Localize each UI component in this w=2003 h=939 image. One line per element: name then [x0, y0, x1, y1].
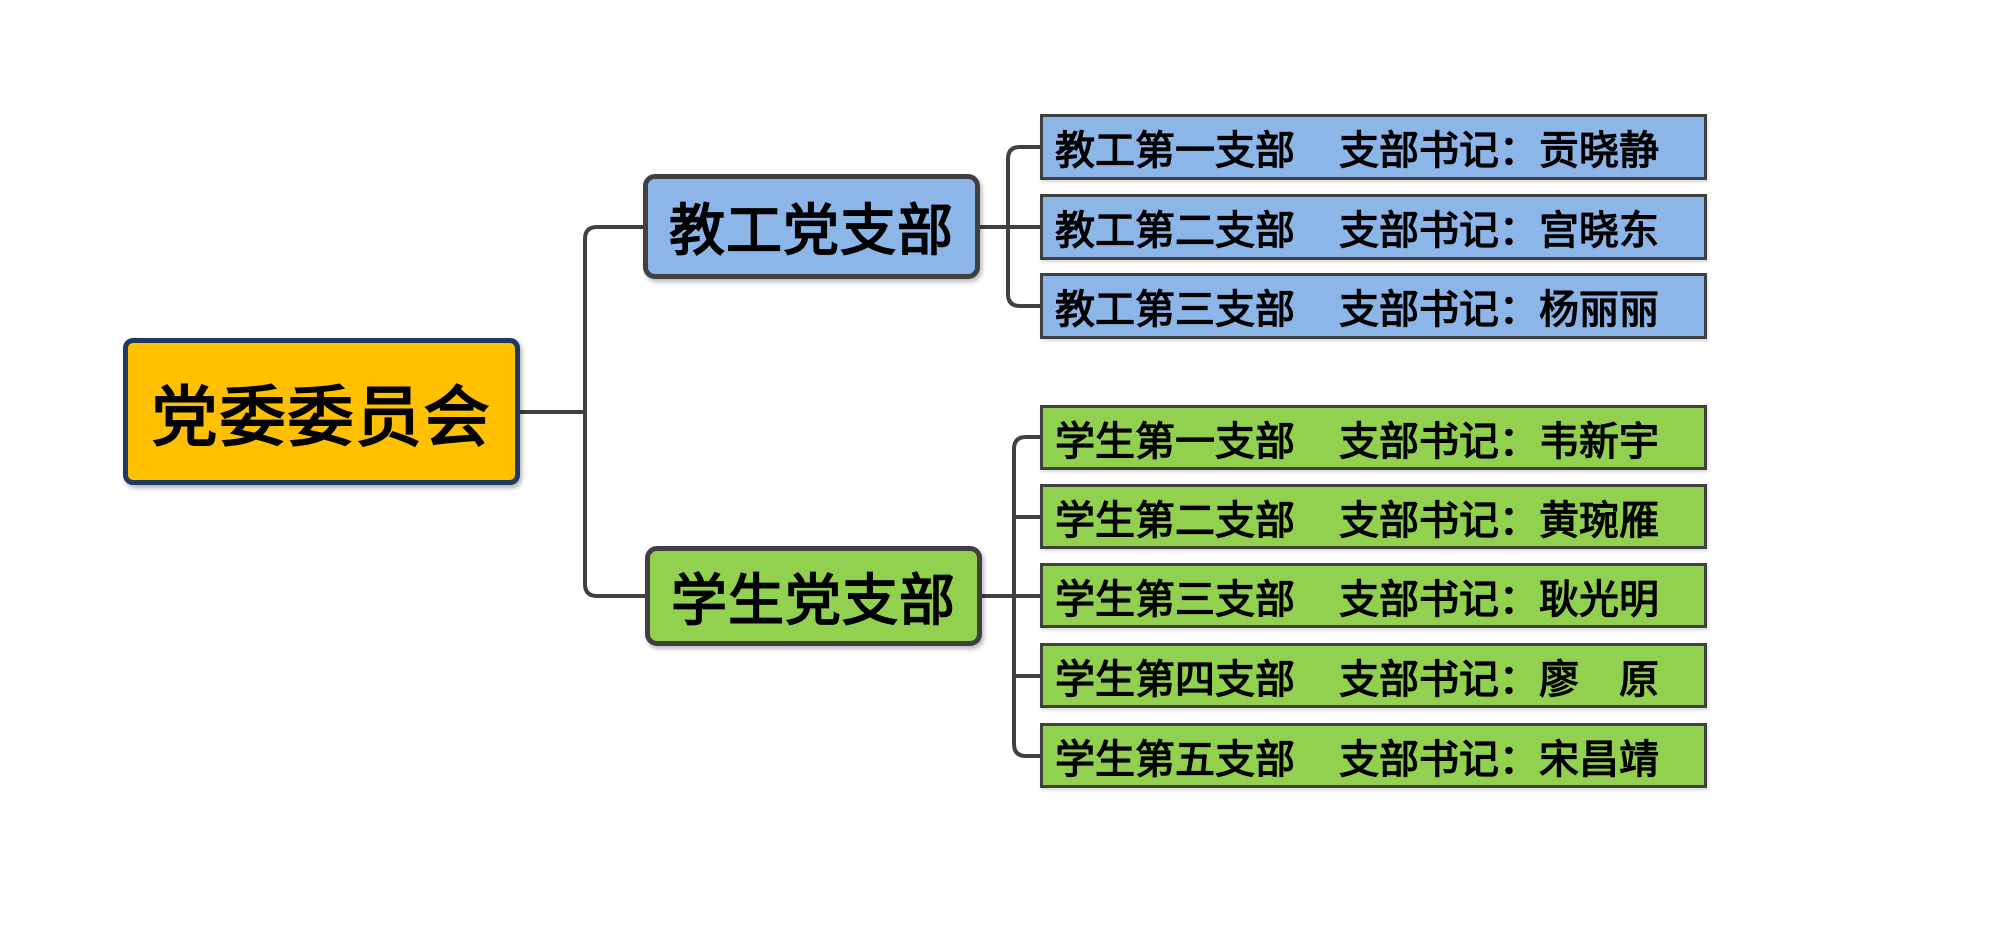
leaf-unit-label: 学生第一支部: [1055, 419, 1295, 464]
leaf-secretary-label: 支部书记：耿光明: [1339, 577, 1659, 622]
leaf-secretary-label: 支部书记：杨丽丽: [1339, 288, 1659, 332]
leaf-unit-label: 学生第五支部: [1055, 737, 1295, 782]
leaf-unit-label: 学生第四支部: [1055, 657, 1295, 702]
connector-faculty-group: [980, 145, 1040, 308]
leaf-unit-label: 教工第一支部: [1055, 129, 1295, 173]
branch-node-label: 学生党支部: [671, 568, 956, 632]
leaf-unit-label: 学生第三支部: [1055, 577, 1295, 622]
root-node-label: 党委委员会: [151, 379, 492, 454]
leaf-secretary-label: 支部书记：韦新宇: [1339, 419, 1659, 464]
leaf-secretary-label: 支部书记：宋昌靖: [1339, 737, 1659, 782]
connector-student-group: [982, 435, 1040, 758]
leaf-node-student-1: 学生第一支部 支部书记：韦新宇: [1040, 405, 1707, 470]
leaf-node-student-3: 学生第三支部 支部书记：耿光明: [1040, 563, 1707, 628]
connector-root-trunk: [520, 225, 645, 598]
leaf-node-faculty-2: 教工第二支部 支部书记：宫晓东: [1040, 194, 1707, 260]
root-node-party-committee: 党委委员会: [123, 338, 520, 485]
leaf-unit-label: 教工第二支部: [1055, 209, 1295, 253]
leaf-secretary-label: 支部书记：黄琬雁: [1339, 498, 1659, 543]
leaf-secretary-label: 支部书记：廖 原: [1339, 657, 1659, 702]
branch-node-label: 教工党支部: [669, 199, 954, 262]
leaf-secretary-label: 支部书记：贡晓静: [1339, 129, 1659, 173]
leaf-node-student-4: 学生第四支部 支部书记：廖 原: [1040, 643, 1707, 708]
leaf-node-faculty-1: 教工第一支部 支部书记：贡晓静: [1040, 114, 1707, 180]
branch-node-student: 学生党支部: [645, 546, 982, 646]
leaf-node-student-2: 学生第二支部 支部书记：黄琬雁: [1040, 484, 1707, 549]
leaf-secretary-label: 支部书记：宫晓东: [1339, 209, 1659, 253]
branch-node-faculty: 教工党支部: [643, 174, 980, 279]
leaf-node-student-5: 学生第五支部 支部书记：宋昌靖: [1040, 723, 1707, 788]
leaf-node-faculty-3: 教工第三支部 支部书记：杨丽丽: [1040, 273, 1707, 339]
leaf-unit-label: 教工第三支部: [1055, 288, 1295, 332]
leaf-unit-label: 学生第二支部: [1055, 498, 1295, 543]
